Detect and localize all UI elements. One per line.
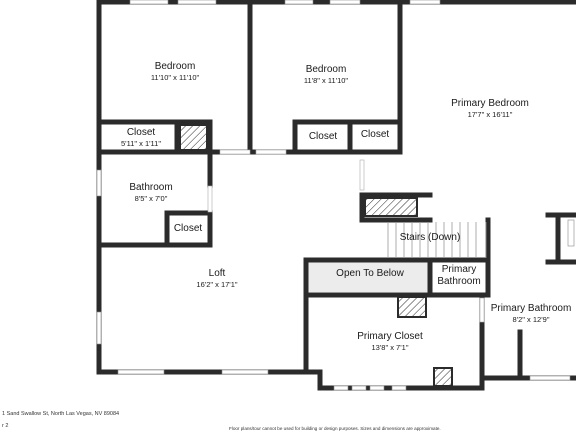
room-dimensions: 13'8" x 7'1" xyxy=(371,343,409,352)
open-to-below-area xyxy=(306,262,430,292)
windows xyxy=(96,0,575,391)
room-name: Open To Below xyxy=(336,268,404,279)
footer-disclaimer: Floor plans/tour cannot be used for buil… xyxy=(229,426,441,431)
room-label-closet-3: Closet xyxy=(352,129,398,141)
room-name: Closet xyxy=(360,129,390,140)
room-label-bathroom: Bathroom 8'5" x 7'0" xyxy=(106,182,196,204)
room-label-closet-2: Closet xyxy=(298,131,348,143)
stair-treads xyxy=(387,222,487,258)
room-label-bedroom-2: Bedroom 11'8" x 11'10" xyxy=(276,64,376,86)
room-name: Closet xyxy=(173,223,203,234)
room-label-closet-4: Closet xyxy=(168,223,208,235)
room-label-primary-closet: Primary Closet 13'8" x 7'1" xyxy=(340,331,440,353)
hatched-block-stairs xyxy=(364,197,418,217)
footer-address: 1 Sand Swallow St, North Las Vegas, NV 8… xyxy=(2,411,120,417)
room-dimensions: 5'11" x 1'11" xyxy=(120,139,162,148)
room-name-line-2: Bathroom xyxy=(437,276,481,287)
room-label-bedroom-1: Bedroom 11'10" x 11'10" xyxy=(125,61,225,83)
room-label-open-to-below: Open To Below xyxy=(316,268,424,280)
room-name: Closet xyxy=(126,127,156,138)
room-dimensions: 16'2" x 17'1" xyxy=(196,280,238,289)
door-openings xyxy=(207,149,485,323)
room-name: Bedroom xyxy=(305,64,347,75)
room-name: Primary Bathroom xyxy=(490,303,572,314)
room-dimensions: 11'10" x 11'10" xyxy=(150,73,200,82)
room-label-primary-bathroom: Primary Bathroom 8'2" x 12'9" xyxy=(486,303,576,325)
room-dimensions: 11'8" x 11'10" xyxy=(303,76,349,85)
room-name: Closet xyxy=(308,131,338,142)
room-name: Loft xyxy=(208,268,226,279)
room-dimensions: 8'2" x 12'9" xyxy=(512,315,550,324)
room-label-closet-1: Closet 5'11" x 1'11" xyxy=(106,127,176,149)
room-name: Primary xyxy=(441,264,477,275)
room-label-primary-bathroom-lobby: Primary Bathroom xyxy=(432,264,486,288)
hatched-block-closet xyxy=(179,124,208,151)
room-name: Bedroom xyxy=(154,61,196,72)
room-name: Stairs (Down) xyxy=(399,232,461,243)
room-name: Primary Closet xyxy=(357,331,423,342)
hatched-block-corner xyxy=(433,367,453,387)
room-label-primary-bedroom: Primary Bedroom 17'7" x 16'11" xyxy=(430,98,550,120)
footer-floor: r 2 xyxy=(2,423,9,429)
room-label-loft: Loft 16'2" x 17'1" xyxy=(167,268,267,290)
room-name: Bathroom xyxy=(129,182,173,193)
room-dimensions: 17'7" x 16'11" xyxy=(467,110,513,119)
hatched-block-primary-closet xyxy=(397,296,427,318)
room-name: Primary Bedroom xyxy=(451,98,529,109)
room-label-stairs: Stairs (Down) xyxy=(388,232,472,244)
room-dimensions: 8'5" x 7'0" xyxy=(134,194,168,203)
